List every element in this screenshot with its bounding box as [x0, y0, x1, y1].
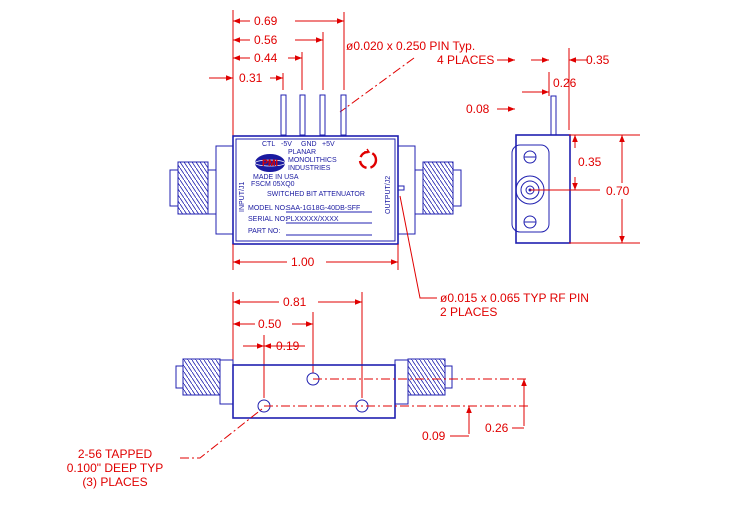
rf-note-line2: 2 PLACES	[440, 305, 497, 319]
pmi-logo: PMI	[254, 154, 286, 172]
dim-1-00: 1.00	[291, 255, 315, 269]
pin-note-line2: 4 PLACES	[437, 53, 494, 67]
pin-label-plus5v: +5V	[322, 141, 335, 148]
dim-0-31: 0.31	[239, 71, 263, 85]
model-label: MODEL NO:	[248, 205, 287, 212]
side-view: 0.35 0.26 0.08 0.35 0.70	[466, 48, 640, 244]
top-view: 0.69 0.56 0.44 0.31 ø0.020 x 0.250 PIN T…	[169, 10, 515, 270]
dim-0-56: 0.56	[254, 33, 278, 47]
tap-note-line2: 0.100" DEEP TYP	[67, 461, 164, 475]
compliance-emblem-icon	[358, 148, 378, 170]
pmi-logo-text: PMI	[262, 158, 278, 168]
dim-side-0-70: 0.70	[606, 184, 630, 198]
tap-note-line3: (3) PLACES	[82, 475, 147, 489]
serial-value: PLXXXXX/XXXX	[286, 216, 339, 223]
company-line2: MONOLITHICS	[288, 157, 337, 164]
top-dimensions: 0.69 0.56 0.44 0.31	[209, 10, 345, 150]
tap-note-line1: 2-56 TAPPED	[78, 447, 153, 461]
control-pins	[280, 94, 347, 136]
dim-0-26-bottom: 0.26	[485, 421, 509, 435]
dim-side-0-08: 0.08	[466, 102, 490, 116]
serial-label: SERIAL NO:	[248, 216, 287, 223]
dim-0-09: 0.09	[422, 429, 446, 443]
dim-0-81: 0.81	[283, 295, 307, 309]
dim-0-69: 0.69	[254, 14, 278, 28]
model-value: SAA-1G18G-40DB-SFF	[286, 205, 360, 212]
rf-pin-note: ø0.015 x 0.065 TYP RF PIN 2 PLACES	[399, 195, 589, 319]
made-in-usa: MADE IN USA	[253, 174, 299, 181]
dim-0-50: 0.50	[258, 317, 282, 331]
rf-note-line1: ø0.015 x 0.065 TYP RF PIN	[440, 291, 589, 305]
bottom-view: 0.81 0.50 0.19 0.09 0.26	[175, 292, 528, 443]
dim-0-19: 0.19	[276, 339, 300, 353]
product-name: SWITCHED BIT ATTENUATOR	[267, 191, 365, 198]
input-label: INPUT/J1	[239, 182, 246, 212]
output-label: OUTPUT/J2	[385, 176, 392, 214]
company-line1: PLANAR	[288, 149, 316, 156]
dim-0-44: 0.44	[254, 51, 278, 65]
dim-side-0-35-right: 0.35	[578, 155, 602, 169]
fscm-code: FSCM 05XQ0	[251, 181, 295, 188]
dim-side-0-35: 0.35	[586, 53, 610, 67]
pin-label-minus5v: -5V	[281, 141, 292, 148]
part-label: PART NO:	[248, 228, 280, 235]
output-connector	[397, 145, 462, 235]
dim-side-0-26: 0.26	[553, 76, 577, 90]
company-line3: INDUSTRIES	[288, 165, 331, 172]
pin-note-line1: ø0.020 x 0.250 PIN Typ.	[346, 39, 475, 53]
pin-label-ctl: CTL	[262, 141, 275, 148]
input-connector	[169, 145, 234, 235]
pin-label-gnd: GND	[301, 141, 317, 148]
tap-note: 2-56 TAPPED 0.100" DEEP TYP (3) PLACES	[67, 408, 263, 489]
